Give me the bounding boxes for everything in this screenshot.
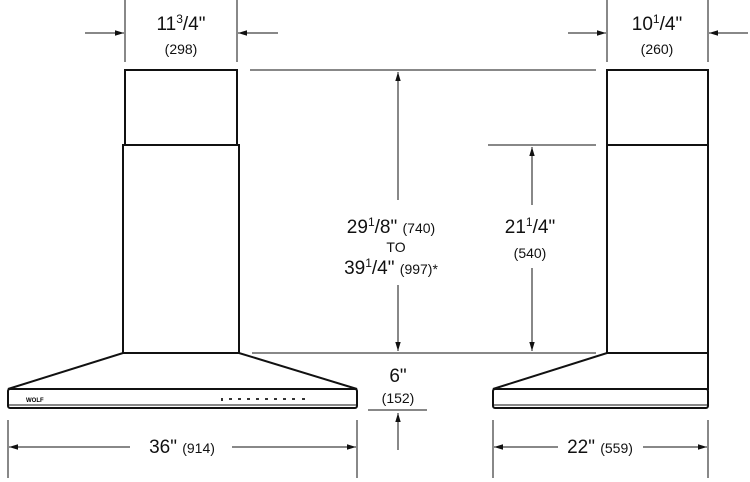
dim-text: 22" <box>567 437 595 458</box>
hood-depth-dimension: 22" (559) <box>492 420 709 478</box>
dim-fraction-den: /4" <box>372 258 395 279</box>
dim-fraction-num: 1 <box>365 256 372 270</box>
dim-fraction-den: /4" <box>660 14 683 35</box>
side-view-hood <box>492 69 709 409</box>
lower-duct-cover <box>122 144 240 354</box>
lower-duct-height-dimension: 211/4" (540) <box>488 144 596 351</box>
dim-text: 36" <box>149 437 177 458</box>
control-buttons <box>221 398 305 401</box>
dim-metric: (260) <box>641 41 674 57</box>
dim-metric: (914) <box>182 440 215 456</box>
wolf-logo: WOLF <box>26 398 44 404</box>
dim-metric: (152) <box>382 390 415 406</box>
hood-width-dimension: 36" (914) <box>7 420 358 478</box>
upper-duct-cover <box>606 69 709 146</box>
canopy-height-dimension: 6" (152) <box>368 366 427 450</box>
front-panel <box>492 388 709 409</box>
dim-text: 29 <box>347 217 368 238</box>
svg-text:36" (914): 36" (914) <box>149 437 215 458</box>
dim-fraction-den: /4" <box>533 217 556 238</box>
svg-text:101/4": 101/4" <box>632 12 682 35</box>
dim-metric: (298) <box>165 41 198 57</box>
front-view-hood: WOLF <box>7 69 358 409</box>
to-label: TO <box>386 239 405 255</box>
svg-text:22" (559): 22" (559) <box>567 437 633 458</box>
dim-text: 6" <box>389 366 406 387</box>
right-duct-width-dimension: 101/4" (260) <box>568 0 748 62</box>
dim-metric: (740) <box>403 220 436 236</box>
dim-metric: (540) <box>514 245 547 261</box>
dim-fraction-num: 3 <box>176 12 183 26</box>
lower-duct-cover <box>606 144 709 354</box>
front-panel <box>7 388 358 409</box>
dim-fraction-num: 1 <box>526 215 533 229</box>
dim-metric: (559) <box>600 440 633 456</box>
dim-fraction-num: 1 <box>653 12 660 26</box>
dim-fraction-den: /8" <box>375 217 398 238</box>
svg-text:291/8" (740): 291/8" (740) <box>347 215 435 238</box>
dim-fraction-num: 1 <box>368 215 375 229</box>
dim-text: 21 <box>505 217 526 238</box>
upper-duct-cover <box>124 69 238 146</box>
dim-text: 11 <box>156 14 176 35</box>
canopy <box>492 352 709 390</box>
left-duct-width-dimension: 113/4" (298) <box>85 0 278 62</box>
svg-text:391/4" (997)*: 391/4" (997)* <box>344 256 438 279</box>
canopy <box>7 352 358 390</box>
svg-text:113/4": 113/4" <box>156 12 205 35</box>
dim-metric: (997)* <box>400 261 439 277</box>
dim-fraction-den: /4" <box>183 14 206 35</box>
overall-height-dimension: 291/8" (740) TO 391/4" (997)* <box>250 69 596 354</box>
svg-text:211/4": 211/4" <box>505 215 555 238</box>
dim-text: 10 <box>632 14 653 35</box>
dim-text: 39 <box>344 258 365 279</box>
